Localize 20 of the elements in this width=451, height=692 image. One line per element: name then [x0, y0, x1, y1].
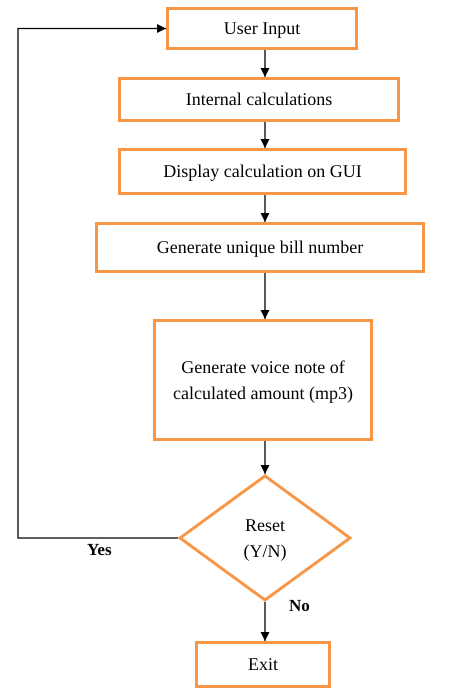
- process-box: [95, 222, 425, 273]
- node-text: Display calculation on GUI: [163, 160, 362, 184]
- node-text: Reset (Y/N): [242, 514, 288, 563]
- arrow: [17, 24, 178, 539]
- arrow: [260, 273, 270, 319]
- process-box: [118, 148, 407, 195]
- arrow: [260, 195, 270, 222]
- arrow: [260, 441, 270, 474]
- node-text: Exit: [248, 653, 278, 676]
- process-box: [195, 641, 331, 688]
- process-box: [153, 319, 373, 441]
- node-text: User Input: [224, 17, 300, 40]
- arrow: [260, 50, 270, 77]
- node-text: Generate voice note of calculated amount (mp3): [172, 356, 354, 405]
- node-text: Internal calculations: [186, 88, 332, 112]
- node-text: Generate unique bill number: [156, 236, 364, 260]
- process-box: [166, 7, 358, 50]
- arrow: [260, 122, 270, 148]
- process-box: [118, 77, 400, 122]
- arrow: [260, 602, 270, 641]
